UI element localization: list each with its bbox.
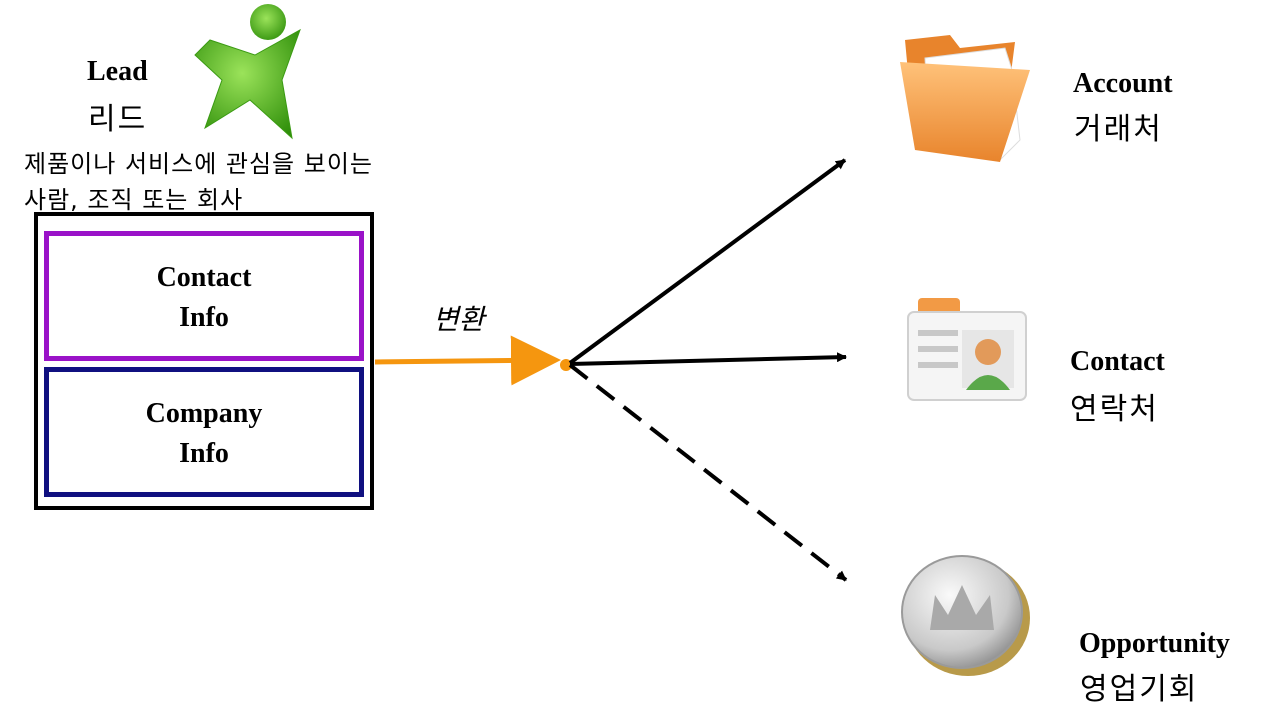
folder-icon xyxy=(900,35,1030,162)
contact-info-label: Contact Info xyxy=(156,262,252,333)
opportunity-title-kr: 영업기회 xyxy=(1080,672,1199,707)
convert-node xyxy=(560,359,572,371)
lead-description: 제품이나 서비스에 관심을 보이는 사람, 조직 또는 회사 xyxy=(24,150,374,214)
contact-info-box: Contact Info xyxy=(44,231,364,361)
convert-arrow xyxy=(374,335,561,386)
arrow-to-contact xyxy=(569,352,847,366)
opportunity-title: Opportunity xyxy=(1079,628,1230,659)
arrow-to-account xyxy=(568,158,847,365)
account-title-kr: 거래처 xyxy=(1074,112,1163,147)
lead-title-kr: 리드 xyxy=(88,102,148,137)
company-info-label: Company Info xyxy=(145,398,263,469)
arrow-to-opportunity xyxy=(568,363,848,582)
account-title: Account xyxy=(1073,68,1173,99)
lead-title: Lead xyxy=(87,56,148,87)
coin-icon xyxy=(901,555,1030,676)
convert-label: 변환 xyxy=(433,303,485,336)
green-star-person-icon xyxy=(194,4,301,140)
company-info-box: Company Info xyxy=(44,367,364,497)
contact-title: Contact xyxy=(1070,346,1165,377)
contact-title-kr: 연락처 xyxy=(1070,392,1159,427)
contact-card-icon xyxy=(907,298,1027,401)
lead-record-box xyxy=(34,212,374,510)
